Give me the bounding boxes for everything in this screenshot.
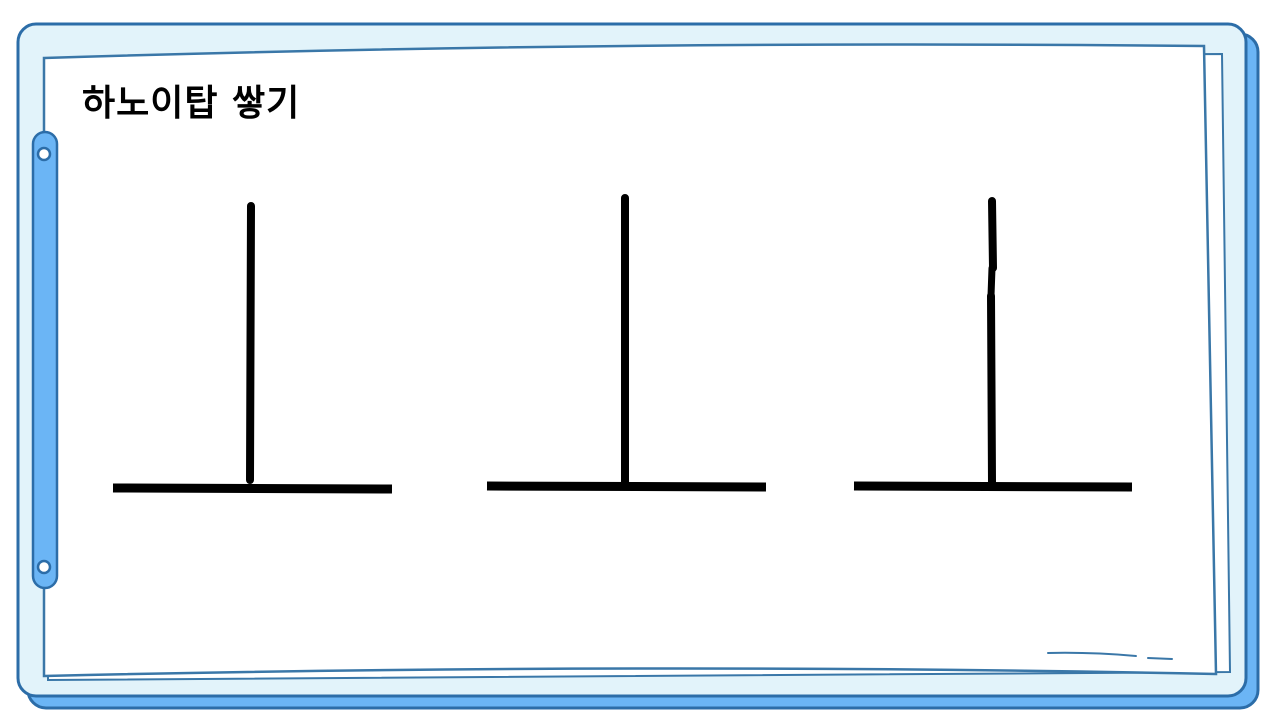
binder-strip [31,130,59,590]
scribble-line [1147,657,1173,660]
peg-pole [246,202,255,484]
peg-pole-segment [987,264,996,300]
paper-sheet-front [42,43,1218,678]
peg-base [853,481,1133,492]
scribble-line [1047,651,1137,657]
hanoi-peg-icon [112,202,393,494]
hanoi-peg-icon [853,197,1133,492]
hanoi-peg-icon [486,194,767,492]
slide-title: 하노이탑 쌓기 [82,83,301,124]
peg-pole [987,197,997,486]
peg-base [486,481,767,492]
binder-ring-icon [36,559,52,575]
peg-base [112,483,393,494]
binder-ring-icon [36,146,52,162]
